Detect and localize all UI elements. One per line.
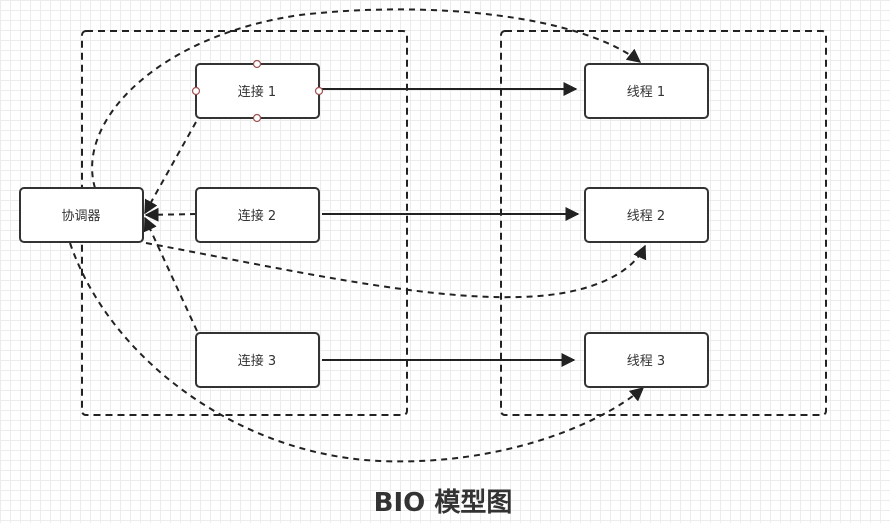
thread3-node[interactable]: 线程 3 <box>584 332 709 388</box>
edge-conn3-coordinator <box>143 216 198 332</box>
thread1-node[interactable]: 线程 1 <box>584 63 709 119</box>
diagram-title: BIO 模型图 <box>374 488 513 518</box>
resize-handle-top[interactable] <box>252 59 262 69</box>
conn3-label: 连接 3 <box>238 353 276 369</box>
edge-conn2-coordinator <box>144 207 197 222</box>
conn2-label: 连接 2 <box>238 208 276 224</box>
resize-handle-right[interactable] <box>314 86 324 96</box>
edge-coordinator-thread3 <box>69 242 645 463</box>
conn1-label: 连接 1 <box>238 84 276 100</box>
coordinator-label: 协调器 <box>61 209 100 224</box>
threads-group <box>500 30 827 416</box>
edge-coordinator-thread1 <box>91 8 642 189</box>
conn2-node[interactable]: 连接 2 <box>195 187 320 243</box>
edge-coordinator-thread2 <box>145 242 647 299</box>
resize-handle-bottom[interactable] <box>252 113 262 123</box>
thread2-node[interactable]: 线程 2 <box>584 187 709 243</box>
thread2-label: 线程 2 <box>627 209 665 224</box>
coordinator-node[interactable]: 协调器 <box>19 187 144 243</box>
thread1-label: 线程 1 <box>627 85 665 100</box>
edge-conn1-coordinator <box>144 121 197 215</box>
thread3-label: 线程 3 <box>627 354 665 369</box>
conn3-node[interactable]: 连接 3 <box>195 332 320 388</box>
conn1-node[interactable]: 连接 1 <box>195 63 320 119</box>
resize-handle-left[interactable] <box>191 86 201 96</box>
